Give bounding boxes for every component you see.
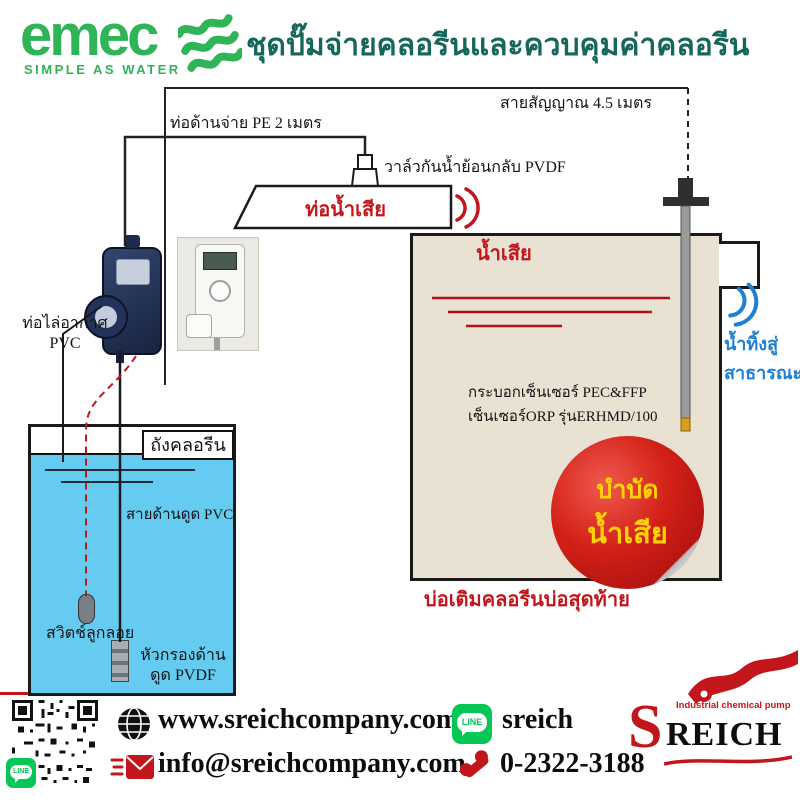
brand-name: REICH xyxy=(666,716,783,753)
public-discharge-label: น้ำทิ้งสู่ สาธารณะ xyxy=(724,330,800,388)
brand-tagline: Industrial chemical pump xyxy=(676,700,791,711)
brand-swoosh xyxy=(688,650,798,704)
wifi-blue-icon xyxy=(728,282,759,327)
strainer-label: หัวกรองด้านดูด PVDF xyxy=(140,647,226,684)
pump-dial xyxy=(209,280,231,302)
discharge-pipe-label: ท่อด้านจ่าย PE 2 เมตร xyxy=(170,115,322,132)
badge-line1: บำบัด xyxy=(596,476,659,504)
public-discharge-line1: น้ำทิ้งสู่ xyxy=(724,334,779,354)
emec-tagline: SIMPLE AS WATER xyxy=(24,62,181,77)
air-vent-line xyxy=(62,305,103,462)
float-switch-label: สวิตช์ลูกลอย xyxy=(46,625,135,642)
emec-logo: emec xyxy=(20,3,159,68)
water-ripple xyxy=(61,481,153,483)
chlorine-tank-label: ถังคลอรีน xyxy=(142,430,234,460)
email-icon xyxy=(110,755,154,779)
brand-initial: S xyxy=(628,693,663,761)
line-icon: LINE xyxy=(6,758,36,788)
check-valve xyxy=(350,154,380,187)
final-pond-label: บ่อเติมคลอรีนบ่อสุดท้าย xyxy=(424,589,630,611)
pump-display xyxy=(203,252,237,270)
dosing-pump-photo xyxy=(177,237,259,351)
signal-cable-label: สายสัญญาณ 4.5 เมตร xyxy=(500,95,652,112)
chlorine-tank xyxy=(28,424,236,696)
waste-pipe-label: ท่อน้ำเสีย xyxy=(305,199,386,221)
signal-cable-line xyxy=(164,87,688,385)
discharge-pipe-line xyxy=(123,135,367,246)
page-title: ชุดปั๊มจ่ายคลอรีนและควบคุมค่าคลอรีน xyxy=(246,29,750,62)
orp-sensor-label: เซ็นเซอร์ORP รุ่นERHMD/100 xyxy=(468,409,658,425)
pump-tube xyxy=(214,338,220,350)
suction-line-label: สายด้านดูด PVC xyxy=(126,507,234,523)
phone-icon xyxy=(460,750,489,778)
treatment-badge: บำบัด น้ำเสีย xyxy=(551,436,704,589)
pump-head-cap xyxy=(95,306,117,328)
line-icon-label: LINE xyxy=(10,765,32,783)
float-cable-line xyxy=(85,355,137,596)
pump-panel xyxy=(116,259,150,285)
logo-waves-icon xyxy=(178,14,242,72)
line-icon: LINE xyxy=(452,704,492,744)
dosing-pump-illustration xyxy=(84,233,176,363)
public-discharge-line2: สาธารณะ xyxy=(724,362,800,383)
wifi-red-icon xyxy=(455,187,480,229)
website-text: www.sreichcompany.com xyxy=(158,704,460,735)
pump-valve-knob xyxy=(124,235,140,248)
water-ripples xyxy=(432,296,670,328)
waste-pipe-outline xyxy=(232,184,453,230)
pump-head xyxy=(186,314,212,338)
check-valve-label: วาล์วกันน้ำย้อนกลับ PVDF xyxy=(384,159,566,176)
air-vent-label: ท่อไล่อากาศ PVC xyxy=(22,315,108,352)
wastewater-label: น้ำเสีย xyxy=(476,243,532,265)
globe-icon xyxy=(118,707,150,741)
orp-sensor-probe xyxy=(663,178,709,432)
brand-underline-swoosh xyxy=(664,755,792,766)
sensor-cylinder-label: กระบอกเซ็นเซอร์ PEC&FFP xyxy=(468,385,647,401)
email-text: info@sreichcompany.com xyxy=(158,748,466,779)
phone-text: 0-2322-3188 xyxy=(500,748,645,779)
line-id-text: sreich xyxy=(502,704,574,735)
line-icon-label: LINE xyxy=(457,713,487,736)
water-surface-line xyxy=(31,453,233,456)
chlorine-water xyxy=(31,455,233,693)
